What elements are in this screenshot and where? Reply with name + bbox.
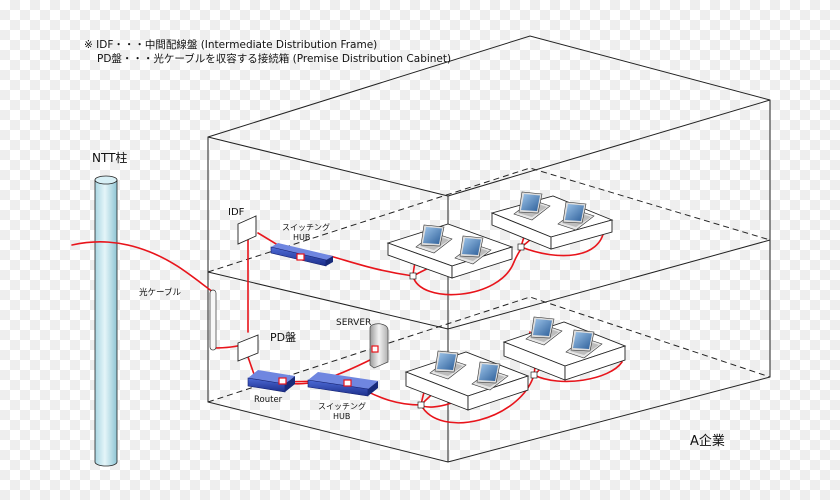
router <box>247 370 295 393</box>
ntt-pole <box>94 175 118 467</box>
idf-box <box>237 215 257 245</box>
upper-hub-label-line1: スイッチング <box>282 222 330 232</box>
fiber-conduit <box>209 289 217 351</box>
lower-hub-label-line1: スイッチング <box>318 401 366 411</box>
desk-lower-right <box>502 321 627 381</box>
company-label: A企業 <box>690 433 725 449</box>
ntt-pole-label: NTT柱 <box>92 150 127 165</box>
pd-panel-label: PD盤 <box>270 331 296 344</box>
upper-switching-hub <box>270 243 333 267</box>
server-tower <box>369 323 389 369</box>
fiber-cable-label: 光ケーブル <box>139 287 181 298</box>
desk-upper-right <box>490 195 614 250</box>
idf-label: IDF <box>228 207 245 218</box>
floor-outline-dashed <box>207 167 771 403</box>
upper-hub-label-line2: HUB <box>293 233 310 242</box>
pd-panel <box>237 334 259 362</box>
server-label: SERVER <box>336 318 371 328</box>
legend-pd: PD盤・・・光ケーブルを収容する接続箱 (Premise Distributio… <box>97 52 451 65</box>
legend-idf: ※ IDF・・・中間配線盤 (Intermediate Distribution… <box>84 38 377 51</box>
wire-connectors <box>409 243 538 409</box>
lower-hub-label-line2: HUB <box>333 412 350 421</box>
lower-switching-hub <box>307 372 378 397</box>
router-label: Router <box>254 395 283 405</box>
desk-upper-left <box>386 223 514 279</box>
